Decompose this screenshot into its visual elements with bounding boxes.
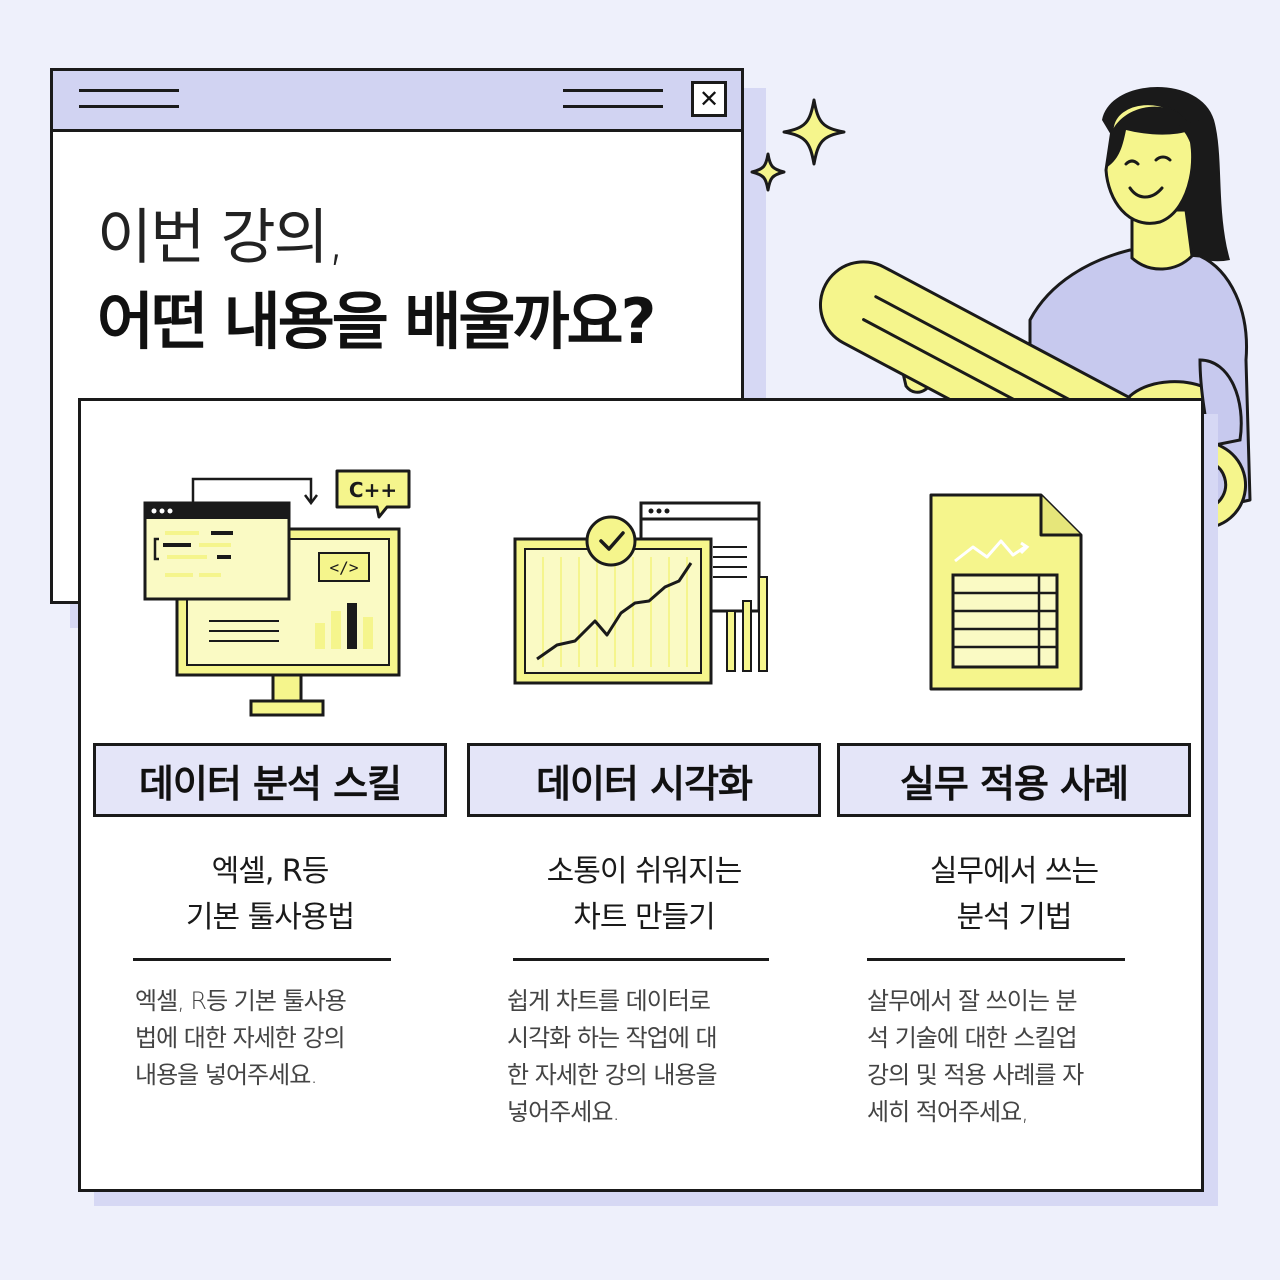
subtitle-visualization: 소통이 쉬워지는 차트 만들기 [457, 849, 831, 941]
divider [133, 958, 391, 961]
chart-visualization-icon [513, 501, 768, 685]
desc-analysis-skill: 엑셀, R등 기본 툴사용 법에 대한 자세한 강의 내용을 넣어주세요. [135, 987, 347, 1089]
divider [513, 958, 769, 961]
window-title-bar: ✕ [53, 71, 741, 132]
sparkle-icon [750, 98, 846, 192]
spreadsheet-document-icon [929, 493, 1083, 691]
label-visualization: 데이터 시각화 [467, 743, 821, 817]
menu-line-icon [79, 89, 179, 92]
column-visualization: 데이터 시각화 소통이 쉬워지는 차트 만들기 쉽게 차트를 데이터로 시각화 … [457, 401, 821, 1189]
desc-visualization: 쉽게 차트를 데이터로 시각화 하는 작업에 대 한 자세한 강의 내용을 넣어… [507, 987, 718, 1126]
subtitle-line: 기본 툴사용법 [185, 900, 355, 935]
headline-line1: 이번 강의, [97, 203, 346, 273]
subtitle-line: 엑셀, R등 [211, 854, 330, 889]
code-tag-text: </> [330, 558, 359, 577]
subtitle-practical-cases: 실무에서 쓰는 분석 기법 [827, 849, 1201, 941]
column-analysis-skill: </> C++ 데이터 분석 스킬 엑셀, R등 기본 툴사용법 [83, 401, 447, 1189]
curriculum-card: </> C++ 데이터 분석 스킬 엑셀, R등 기본 툴사용법 [78, 398, 1204, 1192]
close-button[interactable]: ✕ [691, 81, 727, 117]
menu-line-icon [563, 89, 663, 92]
label-analysis-skill: 데이터 분석 스킬 [93, 743, 447, 817]
divider [867, 958, 1125, 961]
code-monitor-icon: </> C++ [143, 469, 411, 717]
subtitle-line: 실무에서 쓰는 [929, 854, 1099, 889]
desc-practical-cases: 살무에서 잘 쓰이는 분 석 기술에 대한 스킬업 강의 및 적용 사례를 자 … [867, 987, 1084, 1126]
close-icon: ✕ [698, 85, 720, 113]
subtitle-line: 소통이 쉬워지는 [546, 854, 743, 889]
column-practical-cases: 실무 적용 사례 실무에서 쓰는 분석 기법 살무에서 잘 쓰이는 분 석 기술… [827, 401, 1191, 1189]
menu-line-icon [563, 105, 663, 108]
subtitle-line: 분석 기법 [956, 900, 1073, 935]
cpp-badge-text: C++ [349, 478, 397, 502]
subtitle-analysis-skill: 엑셀, R등 기본 툴사용법 [83, 849, 457, 941]
label-practical-cases: 실무 적용 사례 [837, 743, 1191, 817]
headline-line2: 어떤 내용을 배울까요? [97, 285, 656, 358]
subtitle-line: 차트 만들기 [573, 900, 716, 935]
menu-line-icon [79, 105, 179, 108]
